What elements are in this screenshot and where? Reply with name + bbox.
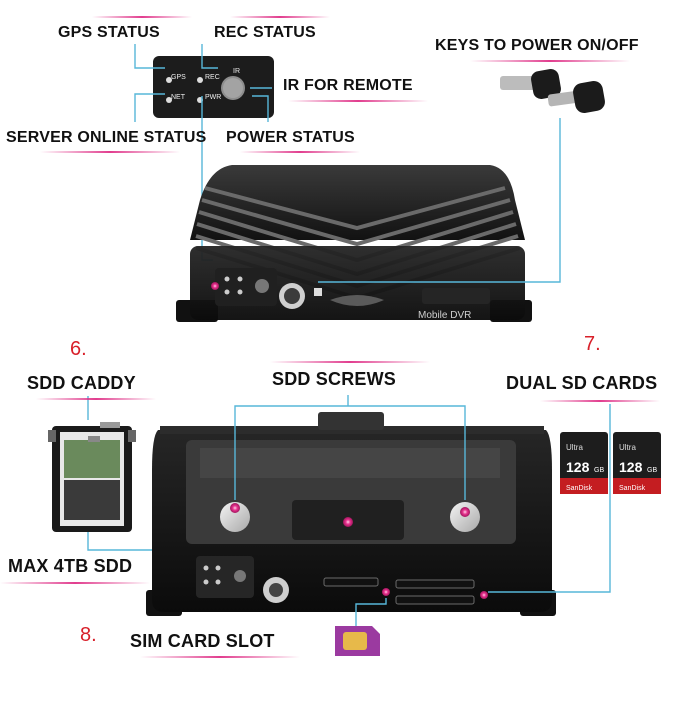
keys-image xyxy=(500,69,605,113)
label-underline xyxy=(270,361,430,363)
label-underline xyxy=(470,60,630,62)
sim-card-slot-label: SIM CARD SLOT xyxy=(130,631,275,651)
sd-card-line-1: Ultra xyxy=(566,443,583,452)
sd-card-capacity-2: 128 xyxy=(619,459,643,475)
sd-card-capacity-1: 128 xyxy=(566,459,590,475)
sdd-caddy-label: SDD CADDY xyxy=(27,373,136,393)
server-online-status-label: SERVER ONLINE STATUS xyxy=(6,129,207,146)
panel-label-gps: GPS xyxy=(171,74,186,81)
panel-label-pwr: PWR xyxy=(205,94,222,101)
sd-leader-line xyxy=(488,404,611,593)
screw-leader-lines xyxy=(234,395,466,500)
label-underline xyxy=(540,400,660,402)
sd-card-line-2: Ultra xyxy=(619,443,636,452)
label-underline xyxy=(0,582,150,584)
key-leader-line xyxy=(318,118,561,283)
sd-cards-image xyxy=(560,432,661,494)
sd-card-unit-1: GB xyxy=(594,467,604,474)
sd-card-brand-1: SanDisk xyxy=(566,485,593,492)
max-4tb-sdd-label: MAX 4TB SDD xyxy=(8,556,133,576)
dvr-bottom-unit xyxy=(146,412,556,616)
status-panel xyxy=(153,56,274,118)
dvr-top-unit xyxy=(176,165,532,322)
label-underline xyxy=(240,151,360,153)
dual-sd-cards-label: DUAL SD CARDS xyxy=(506,373,658,393)
gps-status-label: GPS STATUS xyxy=(58,24,160,41)
panel-label-net: NET xyxy=(171,94,185,101)
label-underline xyxy=(40,151,180,153)
keys-to-power-label: KEYS TO POWER ON/OFF xyxy=(435,37,639,54)
number-8: 8. xyxy=(80,624,97,646)
sim-leader-line xyxy=(355,598,387,626)
panel-label-rec: REC xyxy=(205,74,220,81)
panel-label-ir: IR xyxy=(233,68,240,75)
sdd-screws-label: SDD SCREWS xyxy=(272,369,397,389)
label-underline xyxy=(230,16,330,18)
number-7: 7. xyxy=(584,333,601,355)
sdd-caddy-image xyxy=(48,422,136,532)
ir-for-remote-label: IR FOR REMOTE xyxy=(283,77,413,94)
label-underline xyxy=(140,656,300,658)
label-underline xyxy=(92,16,192,18)
label-underline xyxy=(288,100,428,102)
rec-status-label: REC STATUS xyxy=(214,24,316,41)
sim-card-image xyxy=(335,626,380,656)
power-status-label: POWER STATUS xyxy=(226,129,355,146)
sd-card-brand-2: SanDisk xyxy=(619,485,646,492)
number-6: 6. xyxy=(70,338,87,360)
sd-card-unit-2: GB xyxy=(647,467,657,474)
mobile-dvr-label: Mobile DVR xyxy=(418,310,471,321)
label-underline xyxy=(36,398,156,400)
